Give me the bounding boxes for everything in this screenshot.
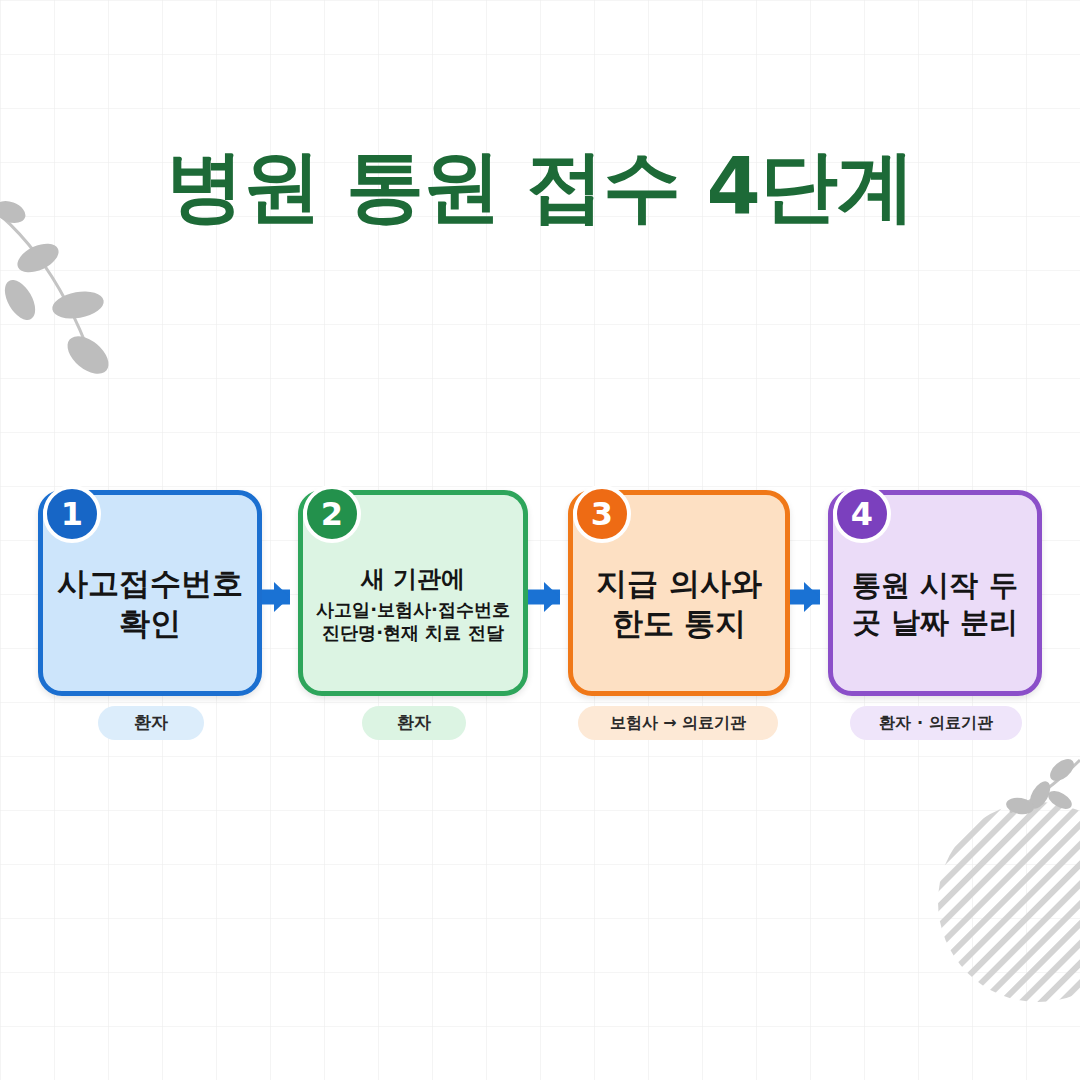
flow-arrow — [528, 590, 560, 605]
step-number: 2 — [302, 484, 362, 544]
actor-text: 환자 — [134, 712, 168, 734]
striped-circle — [938, 802, 1080, 1002]
step-number-text: 4 — [832, 484, 892, 544]
step-text: 새 기관에 — [361, 564, 465, 595]
leaf-branch-right — [1005, 755, 1080, 816]
step-number-text: 2 — [302, 484, 362, 544]
actor-text: 환자 · 의료기관 — [879, 713, 992, 733]
step-text: 사고일·보험사·접수번호 진단명·현재 치료 전달 — [311, 598, 514, 644]
actor-tag: 환자 · 의료기관 — [850, 706, 1022, 740]
step-text: 통원 시작 두 곳 날짜 분리 — [835, 567, 1035, 641]
step-number: 1 — [42, 484, 102, 544]
step-number-text: 1 — [42, 484, 102, 544]
actor-text: 보험사 → 의료기관 — [610, 713, 747, 733]
process-box: 사고접수번호 확인1 — [38, 490, 262, 696]
process-box: 지급 의사와 한도 통지3 — [568, 490, 790, 696]
process-box: 통원 시작 두 곳 날짜 분리4 — [828, 490, 1042, 696]
leaf-branch-left — [0, 197, 115, 381]
title: 병원 통원 접수 4단계 — [0, 140, 1080, 234]
step-text: 지급 의사와 한도 통지 — [586, 564, 772, 643]
process-box: 새 기관에사고일·보험사·접수번호 진단명·현재 치료 전달2 — [298, 490, 528, 696]
flow-arrow — [790, 590, 820, 605]
step-text: 사고접수번호 확인 — [49, 564, 251, 643]
step-number-text: 3 — [572, 484, 632, 544]
actor-tag: 환자 — [98, 706, 204, 740]
step-number: 3 — [572, 484, 632, 544]
step-number: 4 — [832, 484, 892, 544]
actor-tag: 환자 — [362, 706, 466, 740]
flow-arrow — [262, 590, 290, 605]
actor-tag: 보험사 → 의료기관 — [578, 706, 778, 740]
actor-text: 환자 — [397, 712, 431, 734]
